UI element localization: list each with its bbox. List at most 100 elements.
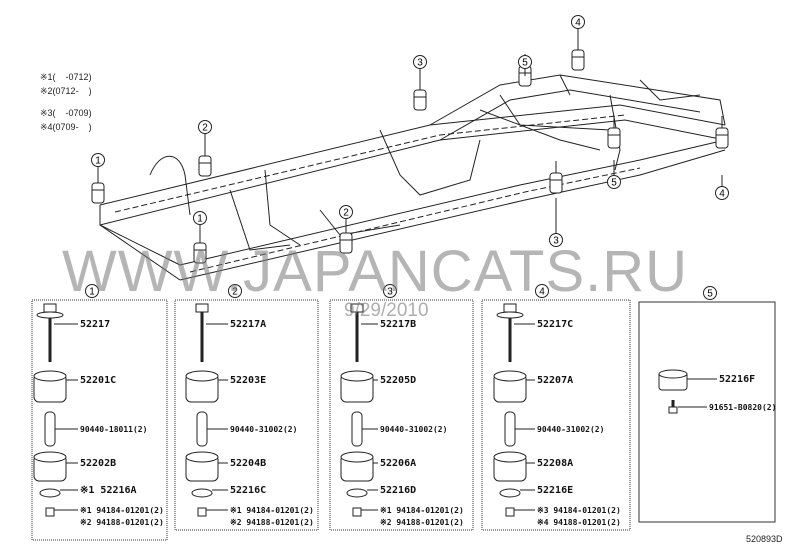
part-number-label: 52207A [537,375,573,386]
mount-cushion [413,89,427,111]
frame-hidden-line [114,114,626,213]
part-number-label: ※1 94184-01201(2) [380,506,464,515]
callout-circle [91,153,105,167]
callout-circle [228,284,242,298]
applicability-notes: ※1( -0712) ※2(0712- ) ※3( -0709) ※4(0709… [40,70,92,134]
part-number-label: ※4 94188-01201(2) [537,518,621,527]
diagram-code: 520893D [746,534,783,544]
callout-circle [703,286,717,300]
callout-number: 1 [89,287,95,298]
part-number-label: 52217B [380,319,416,330]
bolt-head [43,303,57,313]
nut-icon [197,507,207,517]
lower-cushion-top [340,451,374,463]
frame-rail [99,104,726,206]
frame-rail [99,119,726,226]
callout-circle [198,120,212,134]
watermark-date: 9/29/2010 [344,300,429,321]
callout-circle [607,175,621,189]
frame-rail [479,109,601,151]
callout-5: 5 [607,175,621,189]
panel-number: 4 [535,284,549,298]
panel-border [174,299,319,531]
body-mount [571,38,585,71]
part-number-label: ※2 94188-01201(2) [80,518,164,527]
panel-number: 2 [228,284,242,298]
callout-3: 3 [413,55,427,69]
part-number-label: 52206A [380,458,416,469]
callout-number: 3 [417,58,423,69]
callout-circle [193,211,207,225]
callout-number: 4 [719,189,725,200]
frame-rail [264,169,301,246]
part-number-label: 90440-31002(2) [380,425,447,434]
part-number-label: 52205D [380,375,416,386]
callout-number: 1 [197,214,203,225]
body-mount [198,144,212,177]
frame-rail [99,224,181,266]
callout-5: 5 [518,55,532,69]
part-number-label: 91651-B0820(2) [709,403,776,412]
collar-icon [196,411,208,447]
callout-circle [85,284,99,298]
frame-rail [439,89,701,141]
mount-cushion [715,127,729,149]
stopper-top [658,369,688,379]
washer-icon [39,488,61,498]
body-mount [339,221,353,254]
collar-icon [44,411,56,447]
callout-number: 5 [611,178,617,189]
callout-circle [715,186,729,200]
part-number-label: 52217C [537,319,573,330]
callout-circle [383,284,397,298]
part-number-label: ※2 94188-01201(2) [380,518,464,527]
bolt-flange [496,311,524,319]
upper-cushion-top [185,370,219,382]
washer-icon [499,488,521,498]
frame-rail [639,79,701,101]
lower-cushion-top [185,451,219,463]
mount-cushion [549,172,563,194]
part-number-label: 52204B [230,458,266,469]
bolt-head [350,303,364,313]
bolt-head [503,303,517,313]
panel-3: 52217B52205D90440-31002(2)52206A52216D※1… [329,299,474,531]
panel-border [638,301,776,523]
part-number-label: 52216F [719,374,755,385]
bolt-flange [36,311,64,319]
part-number-label: 52202B [80,458,116,469]
frame-hidden-line [189,167,641,273]
panel-border [329,299,474,531]
nut-icon [45,507,55,517]
part-number-label: 90440-31002(2) [537,425,604,434]
nut-icon [352,507,362,517]
mount-cushion [571,49,585,71]
callout-circle [549,233,563,247]
upper-cushion-top [340,370,374,382]
frame-rail [379,129,481,196]
body-mount [549,161,563,194]
callout-circle [571,15,585,29]
note-3: ※3( -0709) [40,108,92,118]
part-number-label: 52217A [230,319,266,330]
panel-2: 52217A52203E90440-31002(2)52204B52216C※1… [174,299,319,531]
part-number-label: ※3 94184-01201(2) [537,506,621,515]
frame-rail [149,155,191,216]
frame-rail [229,189,291,251]
upper-cushion-top [33,370,67,382]
callout-number: 4 [539,287,545,298]
part-number-label: 52216C [230,485,266,496]
callout-circle [535,284,549,298]
callout-number: 3 [553,236,559,247]
part-number-label: ※1 94184-01201(2) [230,506,314,515]
callout-number: 3 [387,287,393,298]
mount-cushion [91,182,105,204]
panel-number: 1 [85,284,99,298]
panel-border [481,299,631,531]
frame-rail [429,74,726,126]
part-number-label: ※2 94188-01201(2) [230,518,314,527]
callout-2: 2 [198,120,212,134]
